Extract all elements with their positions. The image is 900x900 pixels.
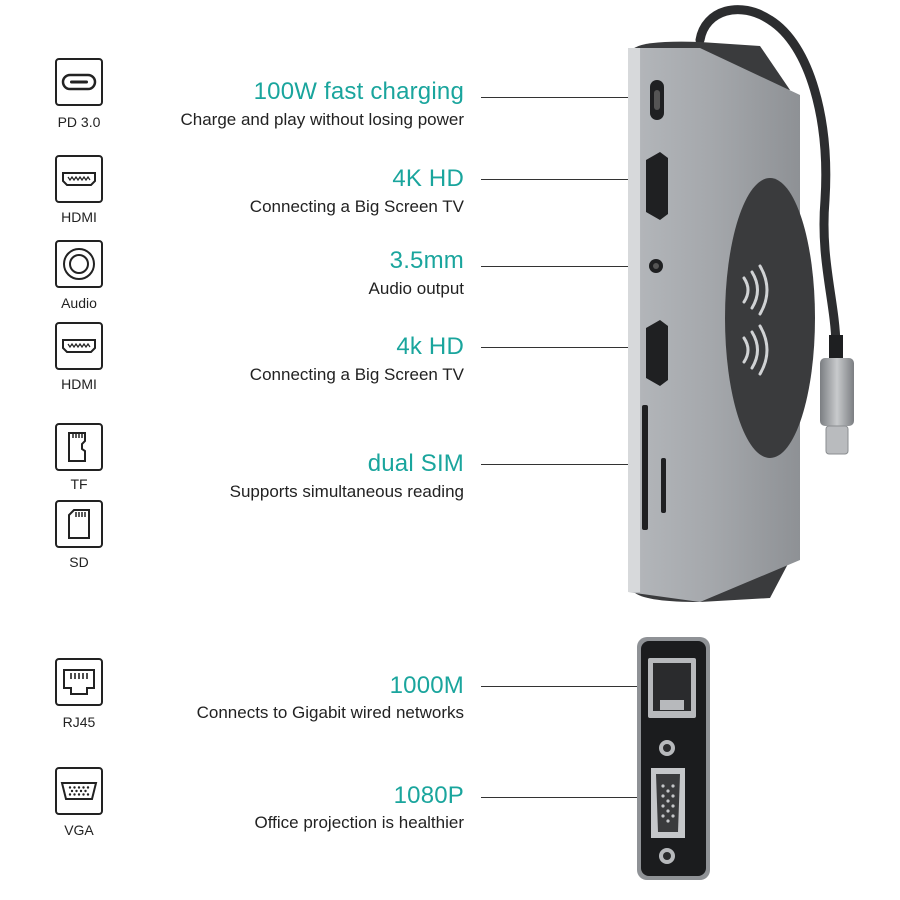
feature-title-vga: 1080P <box>393 782 464 809</box>
icon-label-pd: PD 3.0 <box>57 114 101 130</box>
feature-title-card: dual SIM <box>367 450 464 477</box>
leader-line <box>481 686 641 687</box>
vga-icon <box>55 767 103 815</box>
icon-label-tf: TF <box>70 476 88 492</box>
feature-title-hdmi-2: 4k HD <box>396 333 464 360</box>
feature-title-hdmi-1: 4K HD <box>392 165 464 192</box>
hdmi-icon <box>55 155 103 203</box>
leader-line <box>481 347 641 348</box>
usb-hub-illustration <box>628 5 854 880</box>
icon-label-rj45: RJ45 <box>62 714 96 730</box>
feature-desc-card: Supports simultaneous reading <box>229 482 464 501</box>
icon-label-sd: SD <box>69 554 89 570</box>
feature-desc-hdmi-2: Connecting a Big Screen TV <box>249 365 464 384</box>
icon-label-vga: VGA <box>64 822 94 838</box>
leader-line <box>481 97 641 98</box>
leader-line <box>481 266 641 267</box>
hdmi-port-1 <box>646 152 668 220</box>
cable <box>695 5 841 350</box>
leader-line <box>481 179 641 180</box>
usb-c-plug <box>820 358 854 426</box>
rj45-icon <box>55 658 103 706</box>
icon-label-hdmi-2: HDMI <box>61 376 97 392</box>
tf-card-slot <box>661 458 666 513</box>
feature-desc-audio: Audio output <box>368 279 464 298</box>
hdmi-icon <box>55 322 103 370</box>
hdmi-port-2 <box>646 320 668 386</box>
tf-card-icon <box>55 423 103 471</box>
rj45-port <box>648 658 696 718</box>
feature-title-ethernet: 1000M <box>389 672 464 699</box>
sd-card-slot <box>642 405 648 530</box>
feature-desc-hdmi-1: Connecting a Big Screen TV <box>249 197 464 216</box>
wireless-charging-pad <box>725 178 815 458</box>
wireless-icon <box>742 264 769 376</box>
leader-line <box>481 464 641 465</box>
vga-port <box>651 768 685 838</box>
audio-jack-icon <box>55 240 103 288</box>
usb-c-icon <box>55 58 103 106</box>
feature-desc-ethernet: Connects to Gigabit wired networks <box>196 703 464 722</box>
feature-title-charging: 100W fast charging <box>253 78 464 105</box>
feature-desc-charging: Charge and play without losing power <box>180 110 464 129</box>
sd-card-icon <box>55 500 103 548</box>
icon-label-audio: Audio <box>61 295 97 311</box>
feature-title-audio: 3.5mm <box>389 247 464 274</box>
feature-desc-vga: Office projection is healthier <box>254 813 464 832</box>
icon-label-hdmi-1: HDMI <box>61 209 97 225</box>
leader-line <box>481 797 641 798</box>
